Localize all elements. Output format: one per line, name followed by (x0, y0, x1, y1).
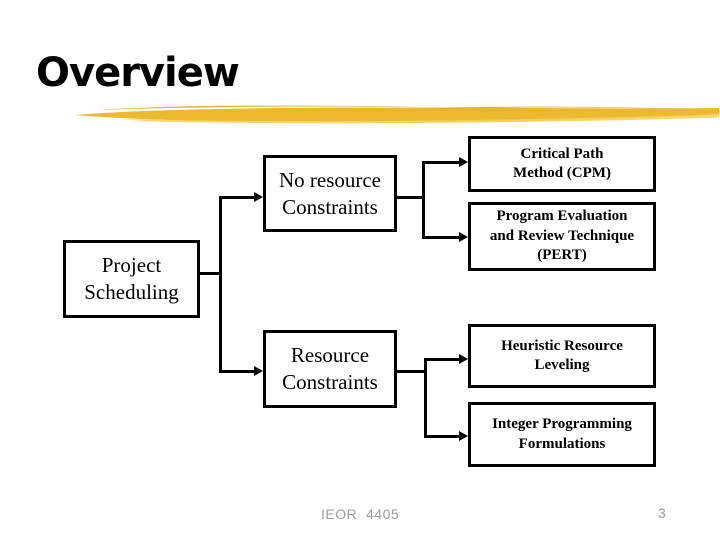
node-pert: Program Evaluation and Review Technique … (468, 202, 656, 271)
brush-stroke-accent (75, 105, 719, 124)
node-cpm: Critical Path Method (CPM) (468, 136, 656, 192)
connector-line (397, 196, 425, 199)
node-resource-constraints: Resource Constraints (263, 330, 397, 408)
node-label-line: Integer Programming (492, 416, 632, 432)
node-label-line: and Review Technique (489, 227, 635, 244)
connector-line (200, 272, 222, 275)
node-label-line: (PERT) (537, 247, 587, 264)
arrowhead-icon (459, 431, 468, 441)
node-label-line: No resource (278, 167, 382, 192)
node-integer-programming: Integer Programming Formulations (468, 402, 656, 467)
connector-line (424, 358, 427, 438)
arrowhead-icon (254, 366, 263, 376)
node-label-line: Program Evaluation (496, 208, 628, 225)
connector-line (422, 161, 425, 239)
connector-line (424, 435, 459, 438)
connector-line (219, 196, 222, 373)
node-project-scheduling: Project Scheduling (63, 240, 200, 318)
node-label-line: Scheduling (84, 280, 179, 304)
slide-title: Overview (36, 50, 240, 96)
footer-course-label: IEOR 4405 (321, 506, 400, 522)
connector-line (219, 370, 254, 373)
arrowhead-icon (459, 157, 468, 167)
footer-page-number: 3 (658, 505, 667, 521)
node-label-line: Resource (290, 343, 370, 368)
node-label-line: Method (CPM) (513, 165, 611, 181)
node-label-line: Leveling (534, 357, 590, 373)
node-no-resource-constraints: No resource Constraints (263, 155, 397, 232)
node-heuristic-leveling: Heuristic Resource Leveling (468, 324, 656, 388)
arrowhead-icon (459, 232, 468, 242)
node-label-line: Critical Path (520, 145, 604, 162)
connector-line (397, 370, 427, 373)
node-label-line: Constraints (282, 370, 378, 394)
connector-line (422, 236, 459, 239)
node-label-line: Constraints (282, 194, 378, 219)
arrowhead-icon (459, 354, 468, 364)
node-label-line: Project (101, 253, 162, 278)
arrowhead-icon (254, 192, 263, 202)
node-label-line: Heuristic Resource (501, 337, 623, 354)
connector-line (424, 358, 459, 361)
node-label-line: Formulations (518, 435, 606, 452)
connector-line (219, 196, 254, 199)
connector-line (422, 161, 459, 164)
